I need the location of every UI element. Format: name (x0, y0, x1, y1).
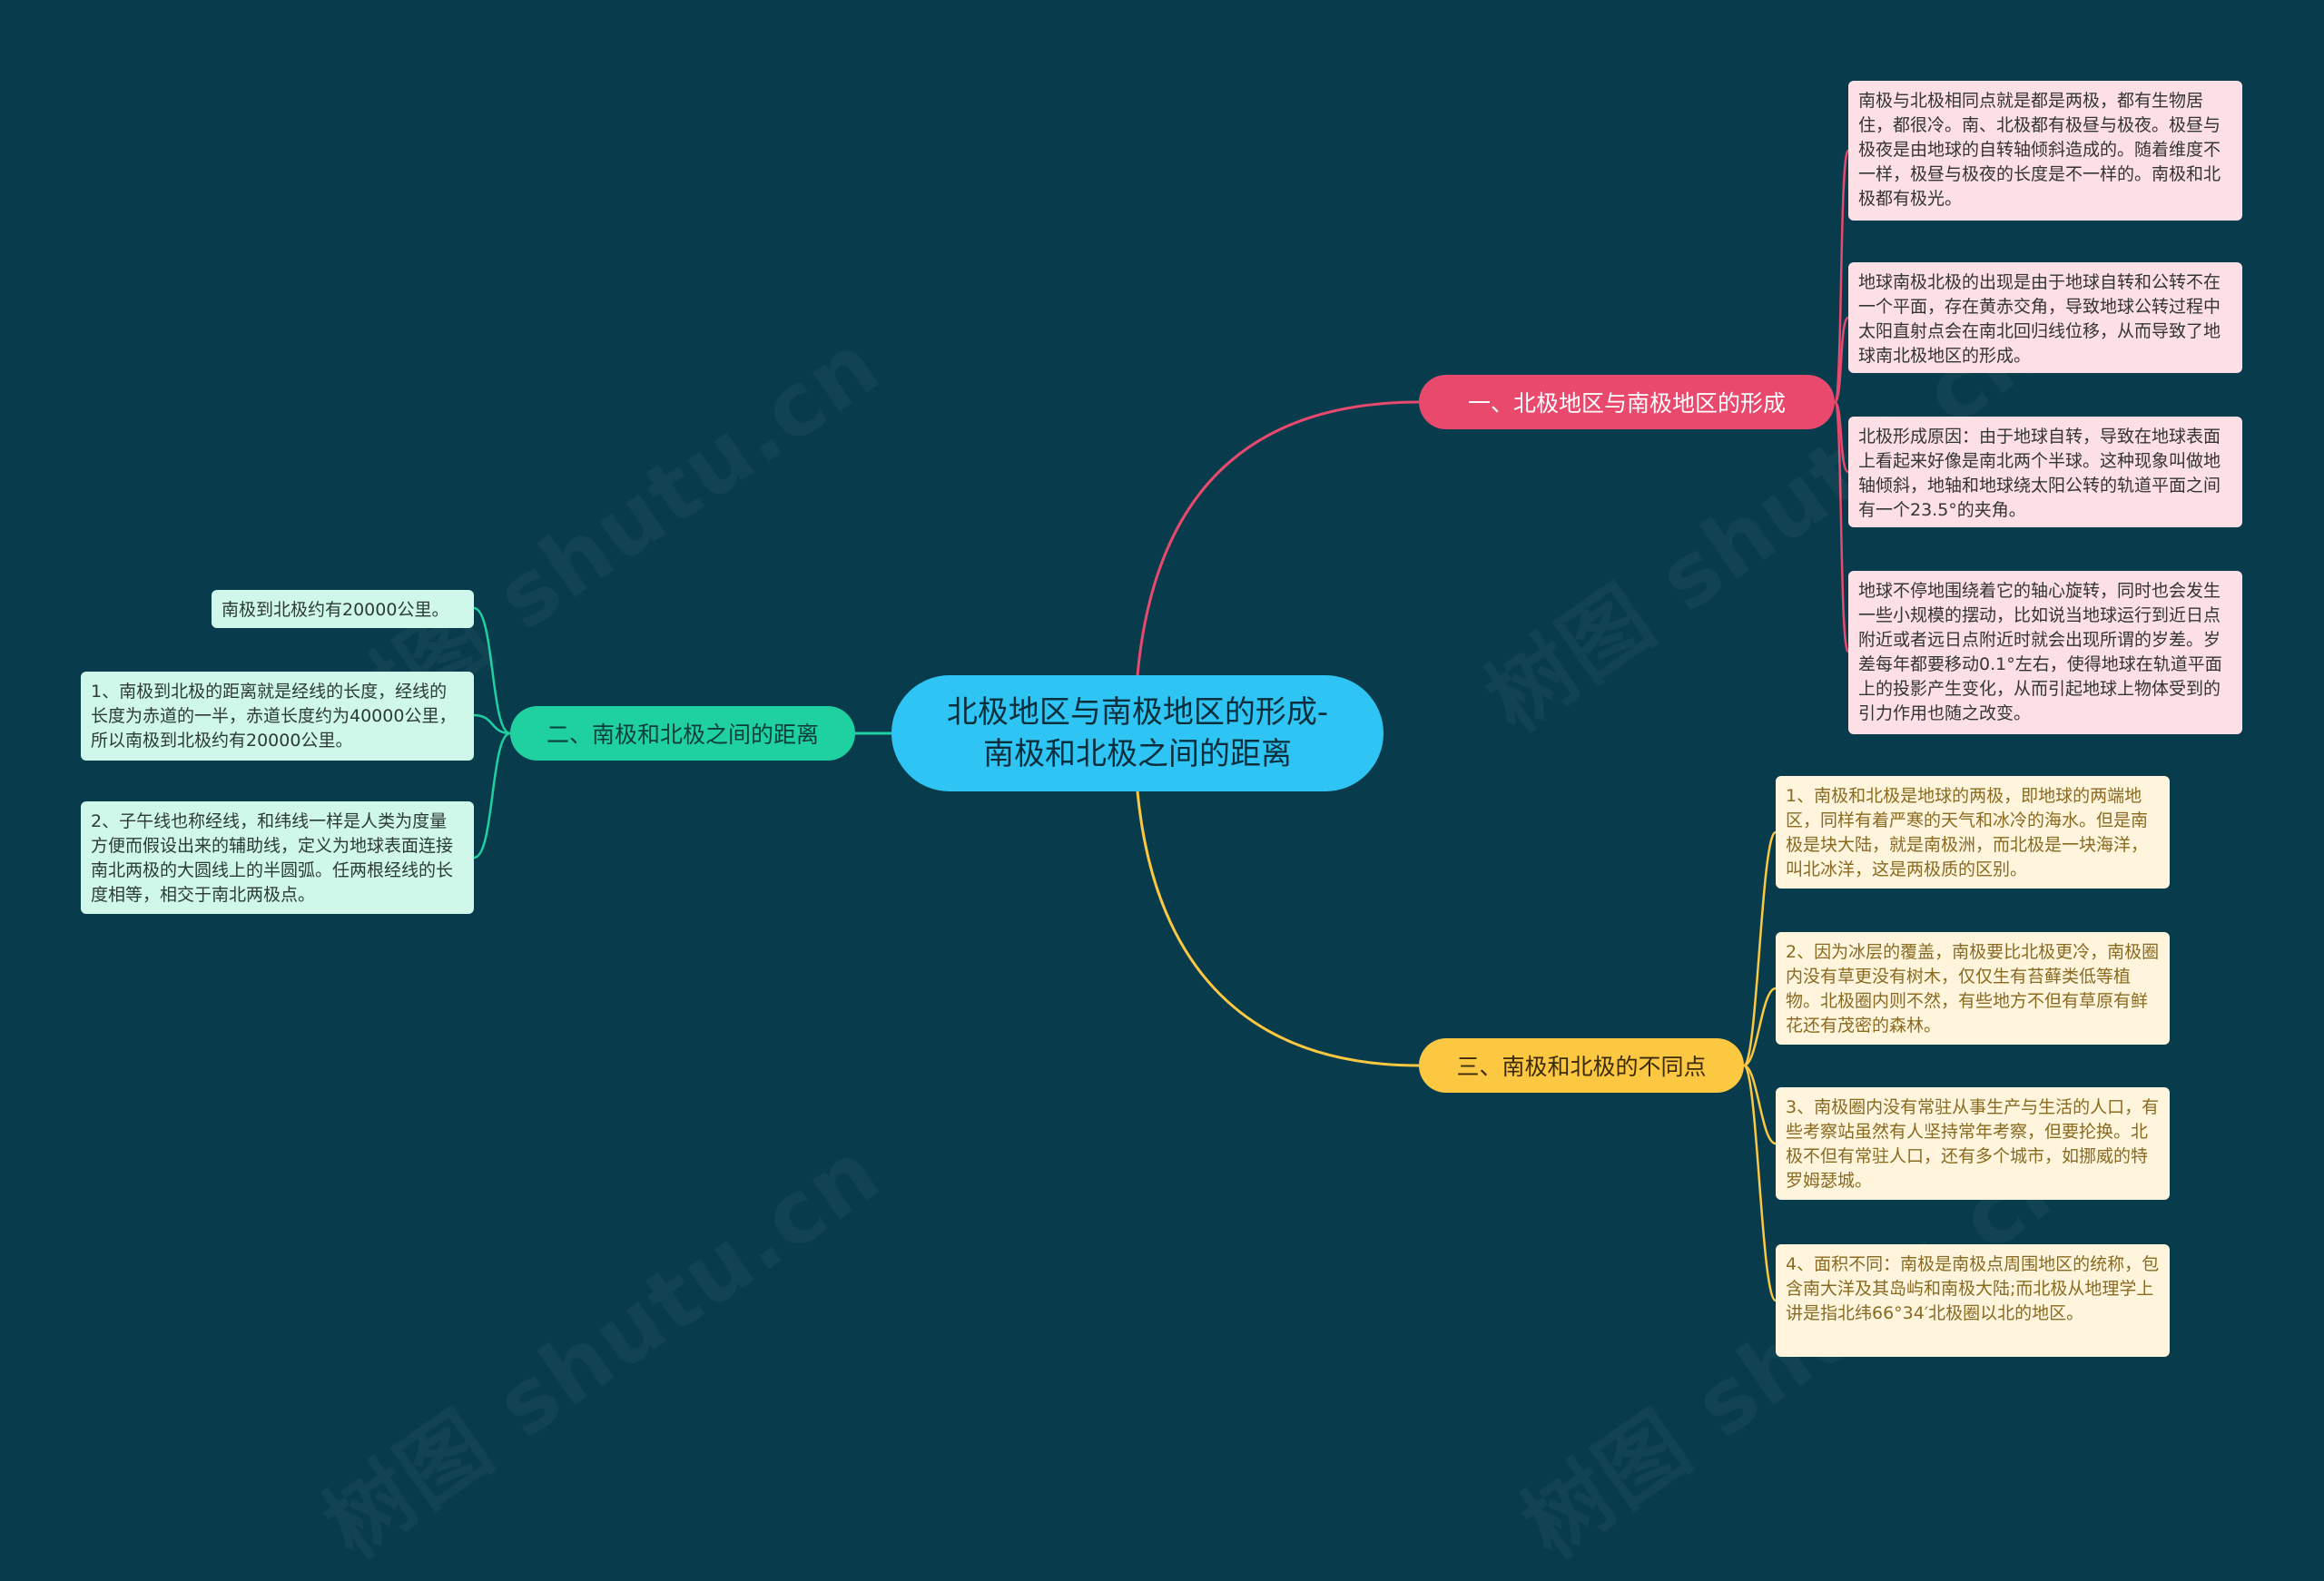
connector-b2-leaf1 (473, 606, 511, 735)
connector-b1-leaf4 (1833, 400, 1850, 653)
connector-root-branch3 (1136, 790, 1420, 1067)
connector-b1-leaf2 (1833, 316, 1850, 404)
leaf-differences-3[interactable]: 3、南极圈内没有常驻从事生产与生活的人口，有些考察站虽然有人坚持常年考察，但要抡… (1776, 1087, 2170, 1200)
leaf-distance-3[interactable]: 2、子午线也称经线，和纬线一样是人类为度量方便而假设出来的辅助线，定义为地球表面… (81, 801, 474, 914)
leaf-differences-4[interactable]: 4、面积不同：南极是南极点周围地区的统称，包含南大洋及其岛屿和南极大陆;而北极从… (1776, 1244, 2170, 1357)
root-topic[interactable]: 北极地区与南极地区的形成-南极和北极之间的距离 (891, 675, 1384, 791)
leaf-formation-3[interactable]: 北极形成原因：由于地球自转，导致在地球表面上看起来好像是南北两个半球。这种现象叫… (1848, 417, 2242, 527)
connector-b3-leaf2 (1743, 987, 1777, 1067)
leaf-formation-2[interactable]: 地球南极北极的出现是由于地球自转和公转不在一个平面，存在黄赤交角，导致地球公转过… (1848, 262, 2242, 373)
connector-b3-leaf1 (1742, 830, 1777, 1067)
root-topic-title: 北极地区与南极地区的形成-南极和北极之间的距离 (946, 694, 1329, 772)
connector-b2-leaf3 (473, 732, 511, 859)
branch-differences-label: 三、南极和北极的不同点 (1456, 1054, 1707, 1080)
branch-distance[interactable]: 二、南极和北极之间的距离 (510, 706, 855, 761)
connector-b1-leaf3 (1833, 400, 1850, 474)
branch-formation[interactable]: 一、北极地区与南极地区的形成 (1419, 375, 1835, 429)
connector-b3-leaf4 (1742, 1064, 1777, 1302)
leaf-distance-2[interactable]: 1、南极到北极的距离就是经线的长度，经线的长度为赤道的一半，赤道长度约为4000… (81, 672, 474, 761)
leaf-formation-4[interactable]: 地球不停地围绕着它的轴心旋转，同时也会发生一些小规模的摆动，比如说当地球运行到近… (1848, 571, 2242, 734)
leaf-differences-2[interactable]: 2、因为冰层的覆盖，南极要比北极更冷，南极圈内没有草更没有树木，仅仅生有苔藓类低… (1776, 932, 2170, 1045)
leaf-differences-1[interactable]: 1、南极和北极是地球的两极，即地球的两端地区，同样有着严寒的天气和冰冷的海水。但… (1776, 776, 2170, 889)
connector-b1-leaf1 (1833, 149, 1850, 404)
connector-root-branch1 (1136, 400, 1420, 676)
connector-lines (473, 149, 1850, 1302)
leaf-distance-1[interactable]: 南极到北极约有20000公里。 (212, 590, 474, 628)
leaf-formation-1[interactable]: 南极与北极相同点就是都是两极，都有生物居住，都很冷。南、北极都有极昼与极夜。极昼… (1848, 81, 2242, 221)
branch-differences[interactable]: 三、南极和北极的不同点 (1419, 1038, 1744, 1093)
branch-distance-label: 二、南极和北极之间的距离 (546, 722, 819, 748)
connector-b2-leaf2 (473, 713, 511, 735)
connector-b3-leaf3 (1743, 1064, 1777, 1145)
branch-formation-label: 一、北极地区与南极地区的形成 (1467, 390, 1786, 417)
